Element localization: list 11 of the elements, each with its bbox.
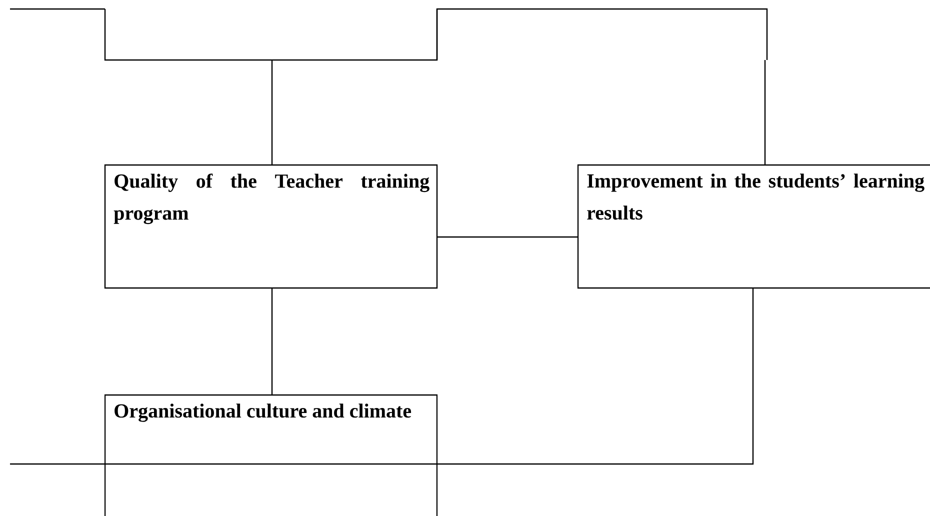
connector-line bbox=[271, 60, 273, 165]
text-box: Quality of the Teacher training program bbox=[104, 164, 438, 289]
connector-line bbox=[437, 236, 578, 238]
text-box: Improvement in the students’ learning results bbox=[577, 164, 930, 289]
text-box: Organisational culture and climate bbox=[104, 394, 438, 516]
connector-line bbox=[764, 60, 766, 165]
connector-line bbox=[271, 288, 273, 395]
connector-line bbox=[10, 463, 105, 465]
connector-line bbox=[437, 288, 754, 465]
box-outline bbox=[436, 8, 768, 60]
box-outline bbox=[104, 9, 438, 61]
